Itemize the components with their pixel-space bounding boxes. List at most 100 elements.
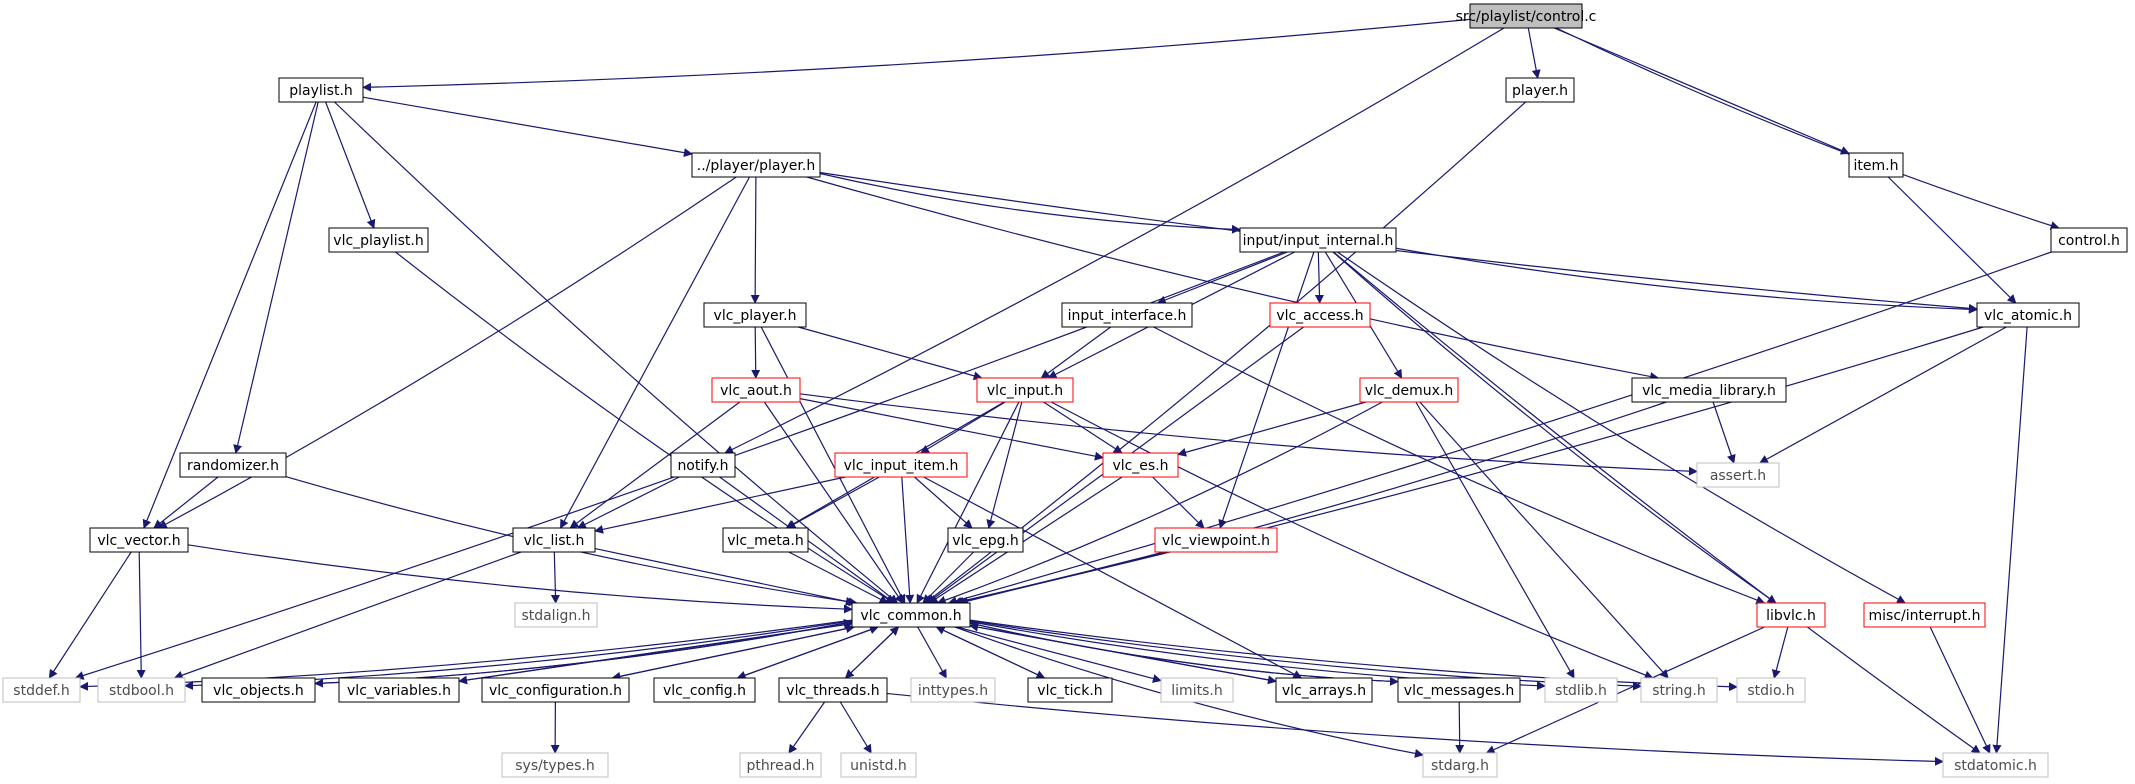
edge-vlc-atomic-h-to-stdatomic-h xyxy=(1992,326,2028,754)
node-box xyxy=(851,602,971,628)
node-label: vlc_tick.h xyxy=(1037,683,1102,699)
edge-input-internal-h-to-libvlc-h xyxy=(1332,251,1777,604)
node-notify-h[interactable]: notify.h xyxy=(670,452,736,478)
node-label: item.h xyxy=(1854,158,1899,174)
edge-vlc-tick-h-to-vlc-common-h xyxy=(935,626,1045,679)
node-vlc-vector-h[interactable]: vlc_vector.h xyxy=(89,527,189,553)
node-label: vlc_playlist.h xyxy=(333,233,423,249)
node-vlc-input-h[interactable]: vlc_input.h xyxy=(976,377,1074,403)
node-box xyxy=(201,677,316,703)
node-vlc-es-h[interactable]: vlc_es.h xyxy=(1102,452,1179,478)
node-vlc-objects-h[interactable]: vlc_objects.h xyxy=(201,677,316,703)
node-vlc-arrays-h[interactable]: vlc_arrays.h xyxy=(1275,677,1373,703)
edge-input-internal-h-to-misc-interrupt-h xyxy=(1337,251,1906,604)
edge-vlc-demux-h-to-vlc-es-h xyxy=(1177,401,1367,457)
node-playlist-h[interactable]: playlist.h xyxy=(278,77,364,103)
node-stdio-h: stdio.h xyxy=(1736,677,1806,703)
node-box xyxy=(179,452,287,478)
edge-input-internal-h-to-vlc-atomic-h xyxy=(1395,247,1978,314)
node-box xyxy=(278,77,364,103)
node-item-h[interactable]: item.h xyxy=(1848,152,1904,178)
edge-vlc-input-item-h-to-vlc-meta-h xyxy=(786,476,880,529)
edge-player-player-h-to-vlc-player-h xyxy=(750,176,760,304)
node-label: notify.h xyxy=(677,458,728,474)
node-label: input_interface.h xyxy=(1068,308,1187,324)
node-vlc-meta-h[interactable]: vlc_meta.h xyxy=(722,527,809,553)
node-misc-interrupt-h[interactable]: misc/interrupt.h xyxy=(1863,602,1986,628)
edge-vlc-messages-h-to-stdarg-h xyxy=(1455,701,1465,754)
edge-player-player-h-to-vlc-atomic-h xyxy=(819,171,1978,313)
node-vlc-list-h[interactable]: vlc_list.h xyxy=(512,527,596,553)
node-box xyxy=(2050,227,2128,253)
node-vlc-playlist-h[interactable]: vlc_playlist.h xyxy=(328,227,429,253)
edge-control-h-to-vlc-common-h xyxy=(947,251,2052,606)
node-label: vlc_threads.h xyxy=(786,683,879,699)
edge-vlc-common-h-to-stdio-h xyxy=(969,619,1738,692)
node-vlc-access-h[interactable]: vlc_access.h xyxy=(1269,302,1371,328)
node-label: vlc_messages.h xyxy=(1404,683,1514,699)
edge-input-internal-h-to-input-interface-h xyxy=(1156,251,1288,305)
node-vlc-demux-h[interactable]: vlc_demux.h xyxy=(1359,377,1459,403)
node-vlc-viewpoint-h[interactable]: vlc_viewpoint.h xyxy=(1154,527,1278,553)
node-player-player-h[interactable]: ../player/player.h xyxy=(691,152,821,178)
node-box xyxy=(1469,3,1583,29)
node-vlc-variables-h[interactable]: vlc_variables.h xyxy=(338,677,460,703)
node-vlc-configuration-h[interactable]: vlc_configuration.h xyxy=(481,677,630,703)
node-box xyxy=(703,302,807,328)
node-label: vlc_common.h xyxy=(860,608,961,624)
node-box xyxy=(1942,752,2049,778)
node-label: vlc_meta.h xyxy=(727,533,804,549)
node-control-h[interactable]: control.h xyxy=(2050,227,2128,253)
node-label: player.h xyxy=(1512,83,1568,99)
node-box xyxy=(670,452,736,478)
node-label: inttypes.h xyxy=(918,683,988,699)
node-stdbool-h: stdbool.h xyxy=(97,677,186,703)
edge-vlc-epg-h-to-vlc-common-h xyxy=(922,551,975,604)
node-stdatomic-h: stdatomic.h xyxy=(1942,752,2049,778)
edge-vlc-configuration-h-to-vlc-common-h xyxy=(612,624,855,679)
node-label: stdlib.h xyxy=(1555,683,1607,699)
edge-vlc-input-h-to-vlc-input-item-h xyxy=(920,401,1006,454)
edge-vlc-list-h-to-stdalign-h xyxy=(550,551,560,604)
node-vlc-media-library-h[interactable]: vlc_media_library.h xyxy=(1631,377,1787,403)
node-vlc-epg-h[interactable]: vlc_epg.h xyxy=(947,527,1024,553)
node-box xyxy=(1154,527,1278,553)
edge-vlc-config-h-to-vlc-common-h xyxy=(737,625,879,679)
node-vlc-player-h[interactable]: vlc_player.h xyxy=(703,302,807,328)
node-label: vlc_epg.h xyxy=(952,533,1019,549)
node-vlc-aout-h[interactable]: vlc_aout.h xyxy=(711,377,801,403)
node-input-interface-h[interactable]: input_interface.h xyxy=(1061,302,1193,328)
node-player-h[interactable]: player.h xyxy=(1505,77,1575,103)
edge-vlc-list-h-to-stdbool-h xyxy=(173,551,522,680)
edge-player-player-h-to-vlc-list-h xyxy=(559,176,751,529)
node-label: vlc_input.h xyxy=(987,383,1063,399)
node-label: vlc_access.h xyxy=(1276,308,1363,324)
node-label: stdalign.h xyxy=(521,608,590,624)
edge-vlc-media-library-h-to-assert-h xyxy=(1712,401,1736,464)
node-assert-h: assert.h xyxy=(1696,462,1780,488)
node-vlc-threads-h[interactable]: vlc_threads.h xyxy=(778,677,888,703)
node-libvlc-h[interactable]: libvlc.h xyxy=(1756,602,1826,628)
edge-vlc-aout-h-to-vlc-list-h xyxy=(569,401,741,529)
edge-root-to-player-h xyxy=(1527,27,1541,79)
node-box xyxy=(778,677,888,703)
node-randomizer-h[interactable]: randomizer.h xyxy=(179,452,287,478)
node-vlc-tick-h[interactable]: vlc_tick.h xyxy=(1027,677,1113,703)
node-input-internal-h[interactable]: input/input_internal.h xyxy=(1239,227,1397,253)
edge-vlc-common-h-to-string-h xyxy=(969,620,1642,691)
node-vlc-common-h[interactable]: vlc_common.h xyxy=(851,602,971,628)
node-label: randomizer.h xyxy=(187,458,279,474)
edge-vlc-es-h-to-vlc-common-h xyxy=(928,476,1123,604)
edge-vlc-input-item-h-to-vlc-epg-h xyxy=(914,476,973,529)
node-vlc-messages-h[interactable]: vlc_messages.h xyxy=(1397,677,1521,703)
edge-vlc-player-h-to-vlc-common-h xyxy=(760,326,906,604)
node-vlc-atomic-h[interactable]: vlc_atomic.h xyxy=(1976,302,2080,328)
node-label: vlc_aout.h xyxy=(720,383,792,399)
node-limits-h: limits.h xyxy=(1160,677,1234,703)
node-label: stddef.h xyxy=(13,683,69,699)
node-box xyxy=(89,527,189,553)
edge-libvlc-h-to-stdarg-h xyxy=(1485,626,1765,754)
node-vlc-config-h[interactable]: vlc_config.h xyxy=(653,677,756,703)
node-vlc-input-item-h[interactable]: vlc_input_item.h xyxy=(834,452,968,478)
